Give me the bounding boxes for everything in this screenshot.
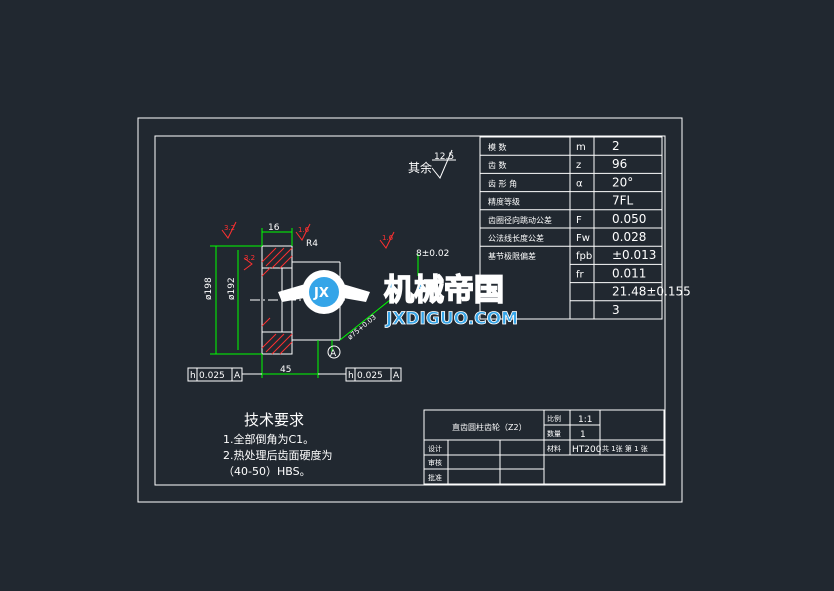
- svg-text:h: h: [348, 371, 354, 381]
- roughness-note: 其余 12.5: [408, 149, 456, 179]
- dim-width-16: 16: [268, 223, 280, 233]
- datum-circle-icon: [327, 345, 341, 359]
- param-value: 3: [612, 303, 620, 317]
- param-symbol: Fw: [576, 233, 590, 244]
- tech-req-title: 技术要求: [244, 411, 304, 429]
- dim-keyway: 8±0.02: [416, 249, 449, 259]
- roughness-symbol-icon: [431, 149, 453, 179]
- watermark: JX 机械帝国 JXDIGUO.COM: [278, 270, 518, 328]
- param-value: 20°: [612, 175, 633, 189]
- hatch-region: [261, 247, 293, 355]
- svg-text:h: h: [190, 371, 196, 381]
- material-value: HT200: [572, 445, 602, 455]
- roughness-a: 3.2: [224, 224, 235, 232]
- param-value: 0.028: [612, 230, 646, 244]
- param-name: 齿圈径向跳动公差: [488, 215, 552, 225]
- title-block: [423, 409, 665, 485]
- watermark-badge: JX: [313, 286, 329, 301]
- tolerance-frame-right: h 0.025 A: [345, 367, 402, 382]
- part-name: 直齿圆柱齿轮（Z2）: [452, 422, 527, 432]
- drawing-frame: [154, 135, 666, 486]
- param-value: 7FL: [612, 194, 634, 208]
- tech-req-item-3: （40-50）HBS。: [223, 465, 311, 478]
- designer-label: 设计: [428, 444, 442, 453]
- param-name: 齿 数: [488, 160, 507, 170]
- material-label: 材料: [547, 444, 561, 453]
- roughness-marks: [221, 221, 395, 271]
- tolerance-frame-left: h 0.025 A: [187, 367, 243, 382]
- param-name: 公法线长度公差: [488, 233, 544, 243]
- param-symbol: fpb: [576, 251, 592, 262]
- param-symbol: α: [576, 178, 583, 189]
- param-symbol: F: [576, 215, 582, 226]
- qty-value: 1: [580, 430, 586, 440]
- roughness-d: 1.6: [382, 234, 394, 242]
- roughness-b: 1.6: [298, 226, 310, 234]
- param-value: 21.48±0.155: [612, 285, 691, 299]
- svg-text:0.025: 0.025: [357, 371, 383, 381]
- sheet-border: [137, 117, 683, 503]
- param-value: 2: [612, 139, 620, 153]
- param-name: 模 数: [488, 142, 507, 152]
- param-name: 齿 形 角: [488, 178, 517, 188]
- roughness-note-label: 其余: [408, 160, 432, 175]
- approver-label: 批准: [428, 473, 442, 482]
- scale-value: 1:1: [578, 415, 592, 425]
- svg-text:0.025: 0.025: [199, 371, 225, 381]
- qty-label: 数量: [547, 429, 561, 438]
- scale-label: 比例: [547, 414, 561, 423]
- dim-offset-45: 45: [280, 365, 291, 375]
- param-symbol: m: [576, 142, 586, 153]
- svg-text:A: A: [393, 371, 400, 381]
- param-symbol: fr: [576, 269, 585, 280]
- sheet-text: 共 1张 第 1 张: [602, 444, 648, 453]
- roughness-c: 3.2: [244, 254, 255, 262]
- datum-label: A: [330, 349, 337, 359]
- dim-radius: R4: [306, 239, 318, 249]
- param-value: 96: [612, 157, 627, 171]
- svg-text:A: A: [234, 371, 241, 381]
- param-name: 精度等级: [488, 197, 520, 207]
- dimension-lines: [210, 228, 419, 378]
- roughness-note-value: 12.5: [434, 152, 454, 162]
- checker-label: 审核: [428, 458, 442, 467]
- watermark-cn: 机械帝国: [384, 273, 504, 308]
- param-value: ±0.013: [612, 248, 656, 262]
- param-name: 基节极限偏差: [488, 251, 536, 261]
- tech-req-item-2: 2.热处理后齿面硬度为: [223, 448, 333, 462]
- param-symbol: z: [576, 160, 581, 171]
- dim-dia-198: ø198: [204, 277, 214, 300]
- param-value: 0.011: [612, 266, 646, 280]
- param-value: 0.050: [612, 212, 646, 226]
- tech-req-item-1: 1.全部倒角为C1。: [223, 432, 314, 446]
- gear-param-rows: 模 数 m 2 齿 数 z 96 齿 形 角 α 20° 精度等级 7FL 齿圈径向跳动公差 F 0.05…: [480, 139, 691, 317]
- dim-dia-192: ø192: [227, 277, 237, 300]
- watermark-en: JXDIGUO.COM: [385, 309, 518, 328]
